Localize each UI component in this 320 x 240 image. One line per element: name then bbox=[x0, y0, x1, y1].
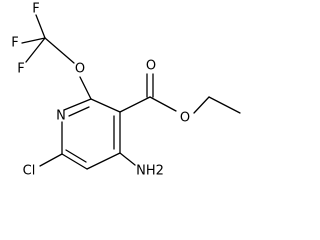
atom-f-top: F bbox=[32, 2, 39, 17]
bond-o-ring bbox=[79, 76, 92, 100]
bond-n-c2-double bbox=[68, 106, 90, 117]
atom-cl: Cl bbox=[23, 164, 36, 179]
bond-c4-c5 bbox=[86, 152, 121, 170]
bond-c-f-bottom bbox=[25, 37, 46, 63]
bond-o-ch2 bbox=[193, 96, 210, 114]
bond-c3-carbonyl bbox=[119, 96, 151, 113]
bond-cf3-o bbox=[44, 37, 75, 64]
bond-c5-c6 bbox=[61, 153, 88, 170]
atom-n-ring: N bbox=[56, 109, 66, 124]
bond-n-c2 bbox=[63, 98, 92, 111]
atom-nh2: NH2 bbox=[136, 164, 164, 179]
atom-o-ether: O bbox=[75, 62, 85, 77]
atom-o-ester: O bbox=[180, 111, 190, 126]
atom-o-carbonyl: O bbox=[146, 59, 156, 74]
molecule-structure-diagram: F F F O O O N Cl NH2 bbox=[11, 2, 241, 179]
atom-f-left: F bbox=[11, 36, 18, 51]
atom-f-bottom: F bbox=[17, 62, 24, 77]
bond-c-f-top bbox=[35, 14, 46, 39]
bond-c2-c3 bbox=[90, 98, 121, 113]
bond-ch2-ch3 bbox=[208, 96, 241, 114]
bond-c-f-left bbox=[21, 37, 46, 44]
bond-c6-cl bbox=[39, 153, 63, 167]
bond-c5-c6-double bbox=[65, 149, 87, 163]
bond-c4-nh2 bbox=[119, 152, 136, 166]
bond-carbonyl-o-ester bbox=[149, 96, 177, 112]
